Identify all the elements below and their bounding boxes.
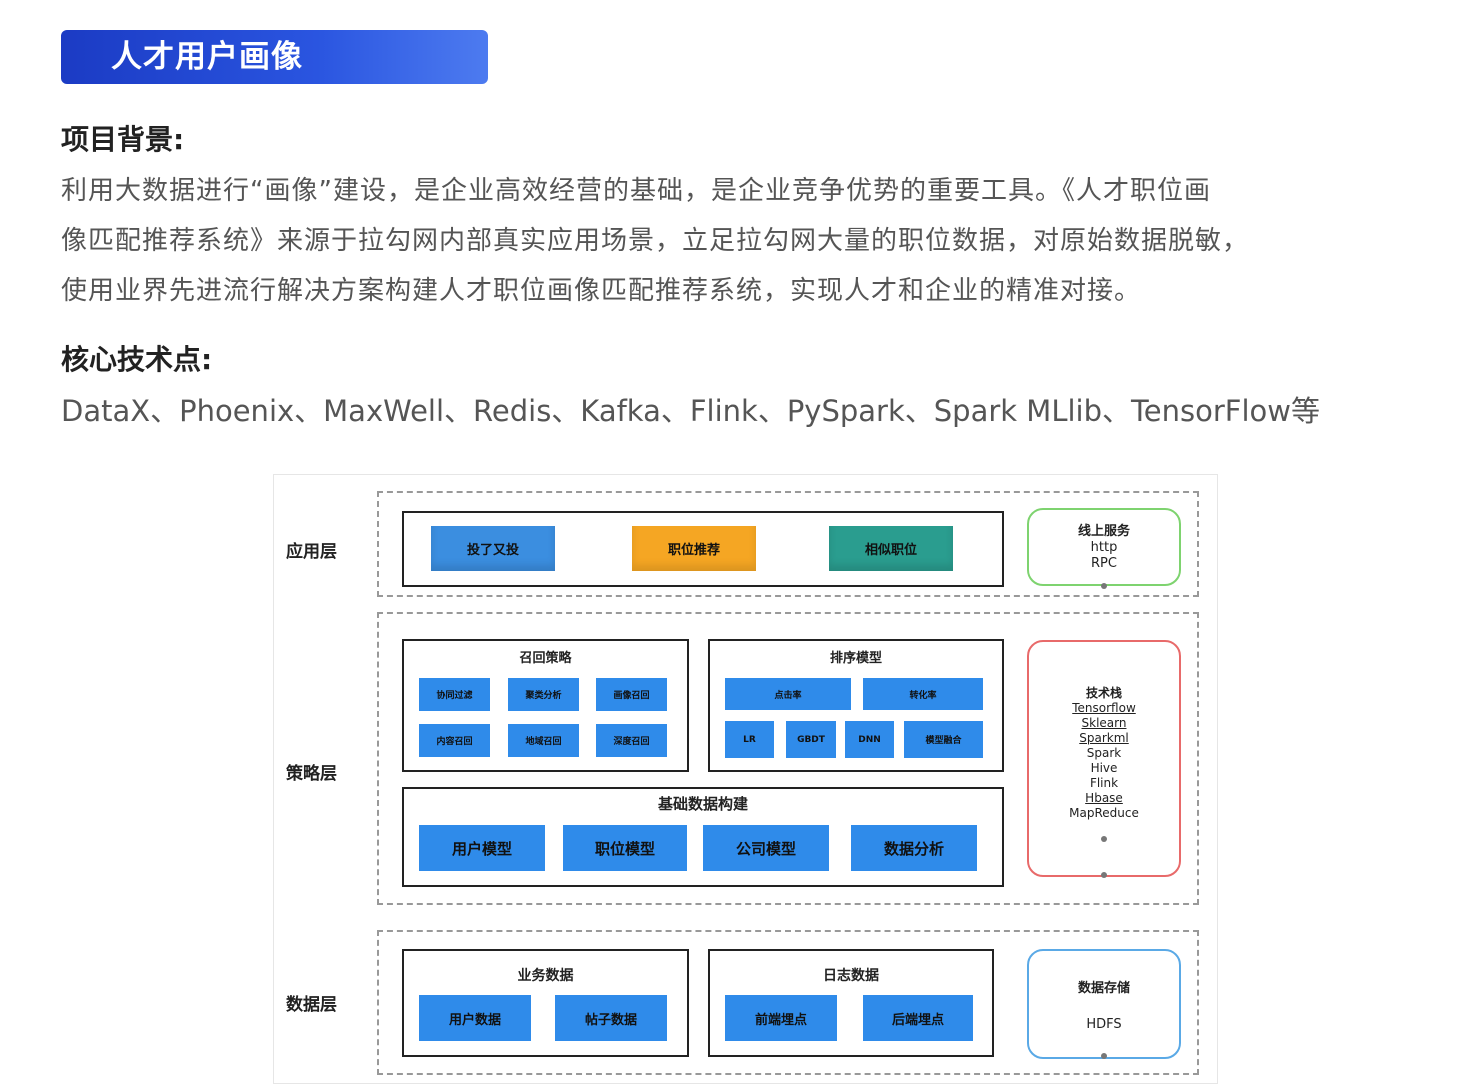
background-line: 使用业界先进流行解决方案构建人才职位画像匹配推荐系统，实现人才和企业的精准对接。	[61, 276, 1142, 306]
tech-stack-item: Spark	[1086, 746, 1122, 760]
online-service-box: 线上服务 http RPC	[1027, 508, 1181, 586]
tech-stack-box: 技术栈 Tensorflow Sklearn Sparkml Spark Hiv…	[1027, 640, 1181, 877]
recall-item: 协同过滤	[419, 678, 490, 711]
online-service-item: http	[1090, 540, 1118, 555]
ranking-item: 转化率	[863, 678, 983, 710]
recall-item: 聚类分析	[508, 678, 579, 711]
architecture-diagram: 应用层 策略层 数据层 投了又投 职位推荐 相似职位 线上服务 http RPC…	[273, 474, 1218, 1084]
app-layer-frame	[377, 491, 1199, 597]
layer-label-strategy: 策略层	[286, 764, 337, 784]
tech-stack-item: Tensorflow	[1072, 701, 1136, 715]
recall-item: 深度召回	[596, 724, 667, 757]
business-data-title: 业务数据	[517, 968, 574, 984]
tech-stack-item: Hbase	[1085, 791, 1123, 805]
online-service-item: RPC	[1091, 556, 1117, 571]
base-data-title: 基础数据构建	[657, 795, 748, 813]
ranking-item: 模型融合	[904, 721, 983, 758]
layer-label-data: 数据层	[286, 995, 337, 1015]
recall-item: 画像召回	[596, 678, 667, 711]
log-data-item: 后端埋点	[863, 995, 973, 1041]
layer-label-app: 应用层	[286, 542, 337, 562]
tech-stack-item: Hive	[1090, 761, 1118, 775]
background-line: 像匹配推荐系统》来源于拉勾网内部真实应用场景，立足拉勾网大量的职位数据，对原始数…	[61, 226, 1250, 256]
connector-dot	[1101, 872, 1107, 878]
background-paragraph: 利用大数据进行“画像”建设，是企业高效经营的基础，是企业竞争优势的重要工具。《人…	[61, 166, 1441, 316]
recall-strategy-title: 召回策略	[519, 651, 572, 666]
app-button: 投了又投	[431, 526, 555, 571]
data-storage-title: 数据存储	[1077, 981, 1130, 996]
tech-stack-item: MapReduce	[1069, 806, 1139, 820]
recall-item: 地域召回	[508, 724, 579, 757]
tech-stack-item: Sparkml	[1079, 731, 1129, 745]
tech-stack-title: 技术栈	[1085, 686, 1122, 700]
base-data-item: 用户模型	[419, 825, 545, 871]
recall-strategy-box: 召回策略	[402, 639, 689, 772]
app-button: 职位推荐	[632, 526, 756, 571]
base-data-item: 数据分析	[851, 825, 977, 871]
ranking-model-title: 排序模型	[829, 651, 882, 666]
online-service-title: 线上服务	[1077, 524, 1130, 539]
data-storage-box: 数据存储 HDFS	[1027, 949, 1181, 1059]
base-data-item: 公司模型	[703, 825, 829, 871]
app-button: 相似职位	[829, 526, 953, 571]
business-data-item: 用户数据	[419, 995, 531, 1041]
data-storage-item: HDFS	[1086, 1017, 1122, 1032]
recall-item: 内容召回	[419, 724, 490, 757]
base-data-item: 职位模型	[563, 825, 687, 871]
tech-stack-item: Sklearn	[1081, 716, 1127, 730]
core-tech-heading: 核心技术点:	[61, 343, 213, 376]
core-tech-list: DataX、Phoenix、MaxWell、Redis、Kafka、Flink、…	[61, 394, 1320, 428]
strategy-layer-frame	[377, 612, 1199, 905]
ranking-item: 点击率	[725, 678, 851, 710]
ranking-item: GBDT	[786, 721, 836, 758]
business-data-box: 业务数据	[402, 949, 689, 1057]
ranking-item: DNN	[845, 721, 894, 758]
data-layer-frame	[377, 930, 1199, 1075]
log-data-item: 前端埋点	[725, 995, 837, 1041]
base-data-box: 基础数据构建	[402, 787, 1004, 887]
connector-dot	[1101, 1053, 1107, 1059]
app-services-box	[402, 511, 1004, 587]
tech-stack-item: Flink	[1089, 776, 1119, 790]
connector-dot	[1101, 583, 1107, 589]
log-data-box: 日志数据	[708, 949, 994, 1057]
ranking-item: LR	[725, 721, 774, 758]
connector-dot	[1101, 836, 1107, 842]
log-data-title: 日志数据	[823, 968, 879, 984]
business-data-item: 帖子数据	[555, 995, 667, 1041]
ranking-model-box: 排序模型	[708, 639, 1004, 772]
background-line: 利用大数据进行“画像”建设，是企业高效经营的基础，是企业竞争优势的重要工具。《人…	[61, 176, 1211, 206]
section-title-banner: 人才用户画像	[61, 30, 488, 84]
background-heading: 项目背景:	[61, 123, 185, 156]
